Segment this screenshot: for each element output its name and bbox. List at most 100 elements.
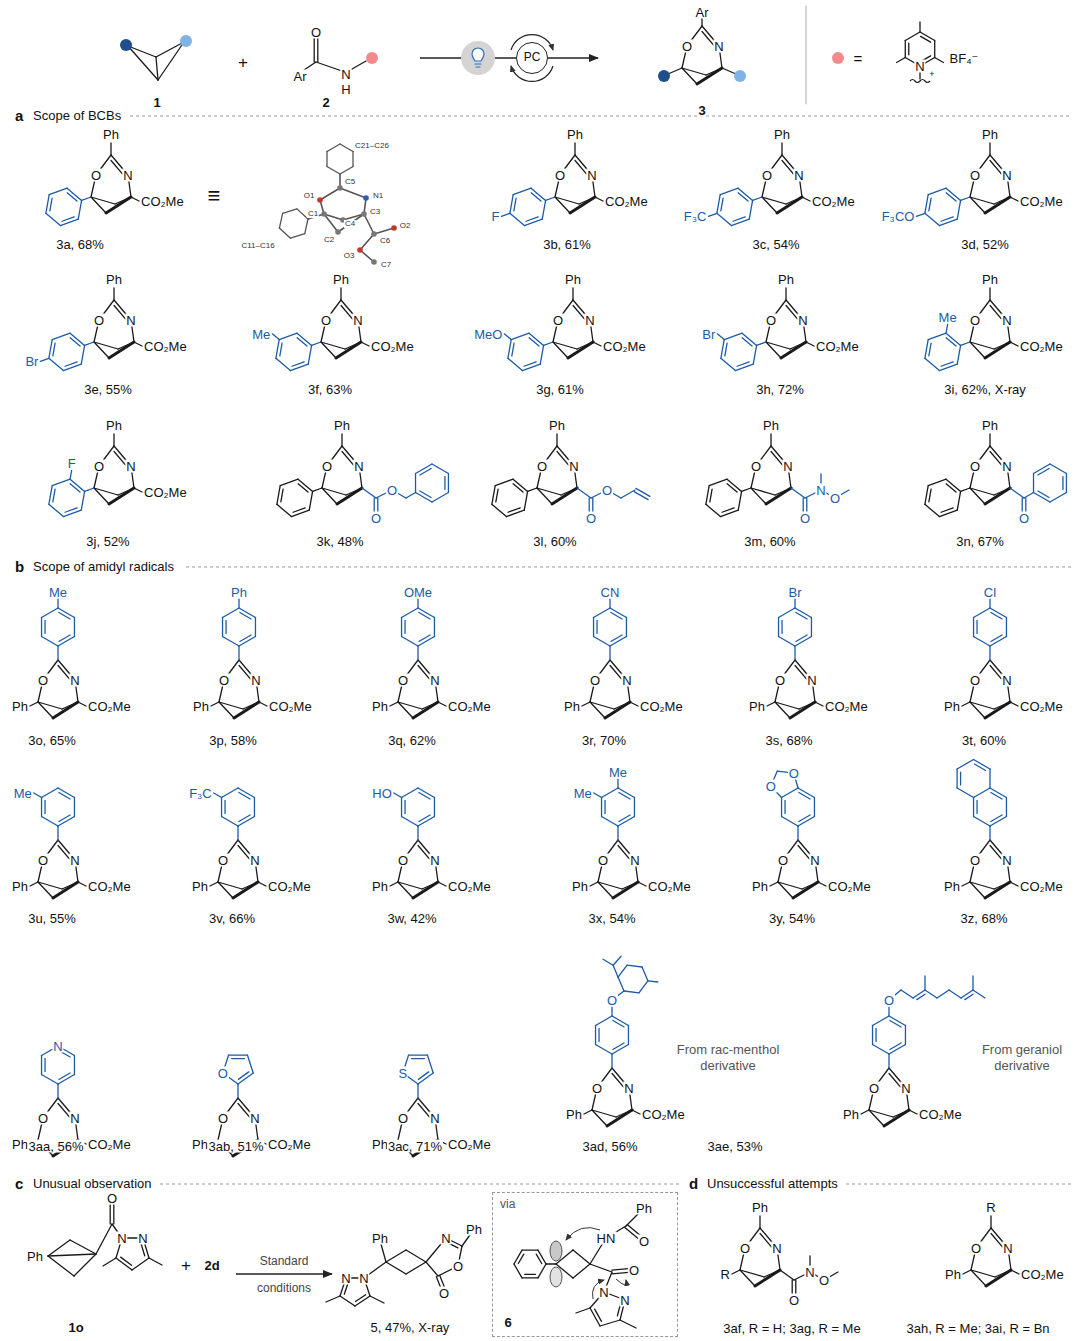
bond-line [961,197,970,200]
bond-line [601,798,602,817]
bond-line [749,200,752,219]
bond-line [994,702,1010,709]
bond-line [232,1058,245,1059]
bond-line [448,473,449,492]
atom-label: O [606,994,618,1007]
bond-line [346,488,362,495]
atom-label: R [985,1201,996,1214]
atom-label: N [815,484,826,497]
curved-arrow [616,1279,626,1285]
bond-line [546,197,555,200]
bond-line [960,772,961,785]
bond-line [238,646,239,660]
compound-number: 1o [67,1321,84,1334]
bond-line [242,882,258,889]
condition-text: Standard [259,1255,310,1267]
bond-line [317,36,318,62]
bond-line [46,213,61,225]
atom-label: CO₂Me [268,700,313,713]
bond-line [605,702,630,718]
bond-line [65,508,77,512]
bond-line [224,801,225,814]
atom-label: N [69,1112,80,1125]
bond-line [556,1264,573,1278]
atom-label: N [429,674,440,687]
bond-line [782,788,798,798]
bond-line [419,793,430,799]
bond-line [929,489,931,502]
atom-id: C7 [380,261,392,269]
compound-caption: 3b, 61% [542,238,592,251]
bond-line [70,333,85,345]
bond-line [221,798,222,817]
bond-line [985,342,1010,358]
bond-line [607,1110,632,1126]
bond-line [1010,702,1018,706]
atom-label: CO₂Me [1019,340,1064,353]
bond-line [735,364,753,370]
bond-line [492,486,495,505]
bond-line [888,1007,889,1016]
bond-line [799,815,810,821]
bond-line [621,490,635,498]
atom-label: O [761,169,773,182]
bond-line [326,1296,340,1302]
bond-line [751,488,775,495]
atom-label: O [452,1260,464,1273]
bond-line [990,160,1002,174]
bond-line [42,817,58,827]
bond-line [802,882,818,889]
atom-label: MeO [473,327,503,340]
bond-line [613,1021,624,1027]
bond-line [48,1254,96,1256]
bond-line [595,1309,602,1321]
atom-label: Ph [943,700,961,713]
atom-id: C6 [379,237,391,245]
bond-line [419,635,430,641]
bond-line [434,618,435,637]
bond-line [611,635,622,641]
dot [120,39,132,51]
dot [658,70,670,82]
atom-label: O [310,26,322,39]
atom-label: CO₂Me [641,1108,686,1121]
bond-line [570,197,595,213]
light-source [461,41,495,75]
bond-line [991,815,1002,821]
bond-line [811,618,812,637]
atom-label: OMe [403,586,433,599]
bond-line [989,769,990,788]
bond-line [974,788,990,798]
bond-line [781,798,782,817]
bond-line [361,342,369,346]
atom-label: O [93,460,105,473]
bond-line [760,1233,772,1247]
bond-line [557,451,569,465]
bond-line [701,18,702,26]
atom-label: Ph [751,880,769,893]
compound-number: 1 [152,96,161,109]
bond-line [59,613,70,619]
bond-line [364,214,374,234]
bond-line [555,197,579,204]
bond-line [67,193,77,201]
atom-label: O [218,674,230,687]
atom-label: CO₂Me [267,880,312,893]
atom-label: N [69,674,80,687]
bond-line [576,1308,590,1313]
bond-line [418,1103,430,1117]
bond-line [957,760,973,770]
atom-label: CN [600,586,621,599]
bond-line [233,882,258,898]
atom-label: N [137,1232,148,1245]
bond-line [297,333,312,345]
section-letter: c [14,1176,24,1191]
atom-label: F₃C [188,787,213,800]
bond-line [406,1262,426,1274]
atom-label: Ph [191,1138,209,1151]
bond-line [81,491,84,510]
atom-label: O [536,460,548,473]
section-heading: Unusual observation [32,1177,153,1190]
bond-line [782,160,794,174]
bond-line [624,991,639,993]
